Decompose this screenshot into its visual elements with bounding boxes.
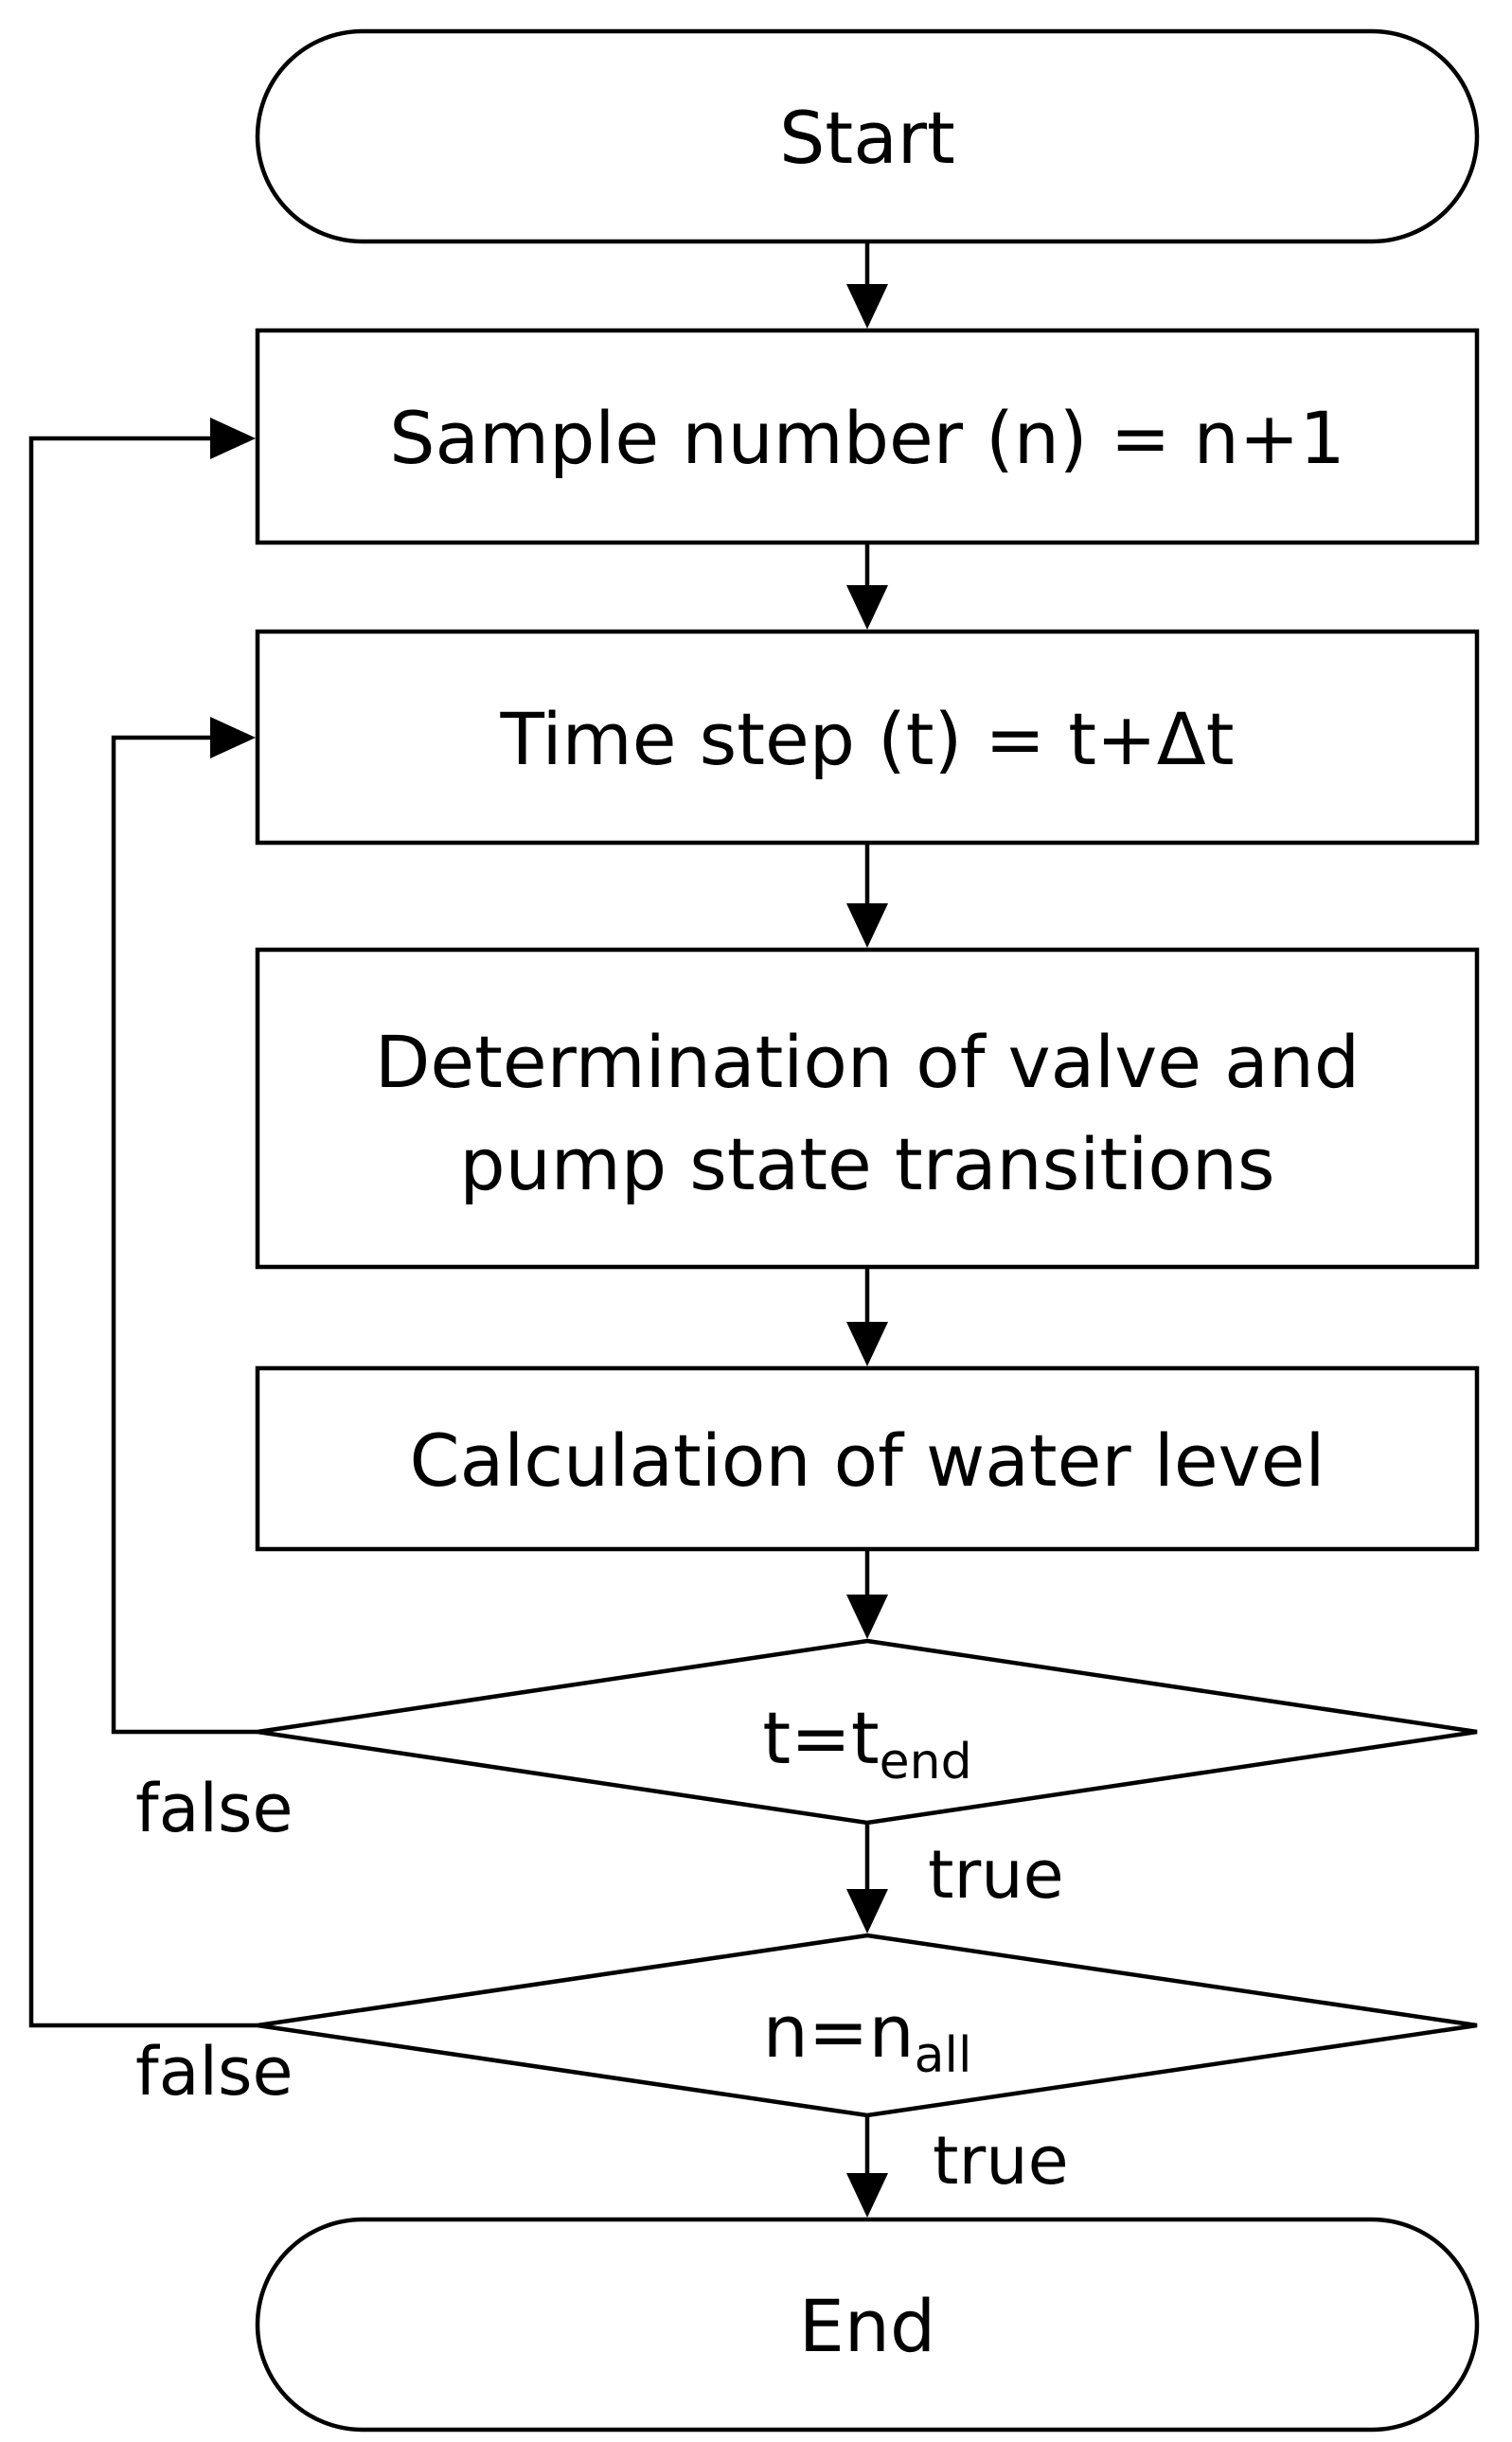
arrow-timestep-to-determination [846,843,888,948]
calculation-label: Calculation of water level [410,1418,1325,1503]
decision-t-true-label: true [928,1836,1064,1914]
end-node: End [255,2217,1480,2433]
arrow-determination-to-calculation [846,1267,888,1366]
time-step-label: Time step (t) = t+Δt [499,697,1234,781]
loop-decision-t-false-to-timestep [111,717,258,1735]
decision-t-end-node: t=tend [257,1638,1478,1826]
arrow-decision-t-to-decision-n [846,1823,888,1934]
end-label: End [799,2284,935,2368]
decision-t-end-label: t=tend [762,1696,971,1791]
decision-n-true-label: true [933,2122,1069,2200]
determination-label-line2: pump state transitions [459,1122,1274,1206]
decision-n-false-label: false [135,2033,294,2111]
arrow-decision-n-to-end [846,2115,888,2218]
time-step-node: Time step (t) = t+Δt [255,629,1480,846]
start-label: Start [779,96,955,180]
sample-number-node: Sample number (n) = n+1 [255,328,1480,545]
sample-number-label: Sample number (n) = n+1 [389,396,1345,480]
decision-n-all-node: n=nall [257,1933,1478,2118]
loop-decision-n-false-to-sample [28,418,258,2028]
start-node: Start [255,28,1480,244]
arrow-calculation-to-decision-t [846,1549,888,1639]
decision-n-all-label: n=nall [763,1989,972,2084]
decision-t-false-label: false [135,1770,294,1847]
arrow-start-to-sample [846,241,888,329]
calculation-node: Calculation of water level [255,1365,1480,1552]
determination-label-line1: Determination of valve and [375,1020,1360,1104]
determination-node: Determination of valve and pump state tr… [255,947,1480,1270]
arrow-sample-to-timestep [846,543,888,630]
